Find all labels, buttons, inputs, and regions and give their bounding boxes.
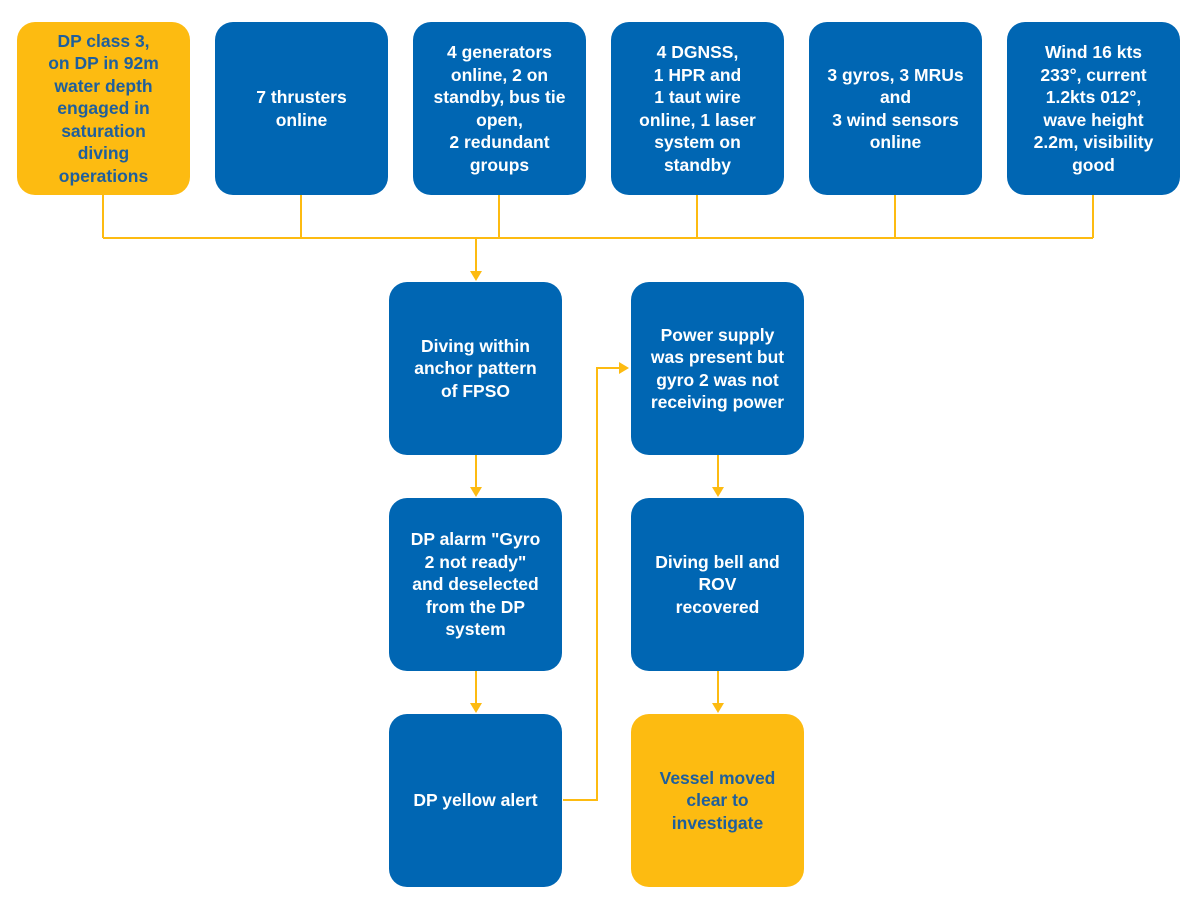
node-yellow-alert-text: DP yellow alert: [413, 790, 538, 811]
node-yellow-alert: DP yellow alert: [389, 714, 562, 887]
node-thrusters: 7 thrusters online: [215, 22, 388, 195]
arrowhead-to-alarm: [470, 487, 482, 497]
node-generators-text: 4 generators online, 2 on standby, bus t…: [433, 42, 566, 175]
node-dp-class: DP class 3, on DP in 92m water depth eng…: [17, 22, 190, 195]
node-power-supply-text: Power supply was present but gyro 2 was …: [650, 324, 785, 413]
node-thrusters-text: 7 thrusters online: [256, 87, 347, 130]
arrowhead-to-vessel: [712, 703, 724, 713]
node-bell-recovered: Diving bell and ROV recovered: [631, 498, 804, 671]
arrowhead-to-diving: [470, 271, 482, 281]
node-generators: 4 generators online, 2 on standby, bus t…: [413, 22, 586, 195]
arrowhead-to-power: [619, 362, 629, 374]
node-vessel-moved-text: Vessel moved clear to investigate: [659, 767, 776, 833]
node-vessel-moved: Vessel moved clear to investigate: [631, 714, 804, 887]
node-environment: Wind 16 kts 233°, current 1.2kts 012°, w…: [1007, 22, 1180, 195]
node-bell-recovered-text: Diving bell and ROV recovered: [655, 551, 780, 617]
node-environment-text: Wind 16 kts 233°, current 1.2kts 012°, w…: [1033, 42, 1154, 175]
alert-to-power-line: [563, 367, 620, 801]
node-reference-systems: 4 DGNSS, 1 HPR and 1 taut wire online, 1…: [611, 22, 784, 195]
node-diving-within: Diving within anchor pattern of FPSO: [389, 282, 562, 455]
node-power-supply: Power supply was present but gyro 2 was …: [631, 282, 804, 455]
arrowhead-to-bell: [712, 487, 724, 497]
node-dp-alarm-text: DP alarm "Gyro 2 not ready" and deselect…: [410, 529, 541, 640]
node-diving-within-text: Diving within anchor pattern of FPSO: [414, 335, 537, 401]
arrowhead-to-alert: [470, 703, 482, 713]
node-dp-class-text: DP class 3, on DP in 92m water depth eng…: [48, 30, 159, 186]
node-dp-alarm: DP alarm "Gyro 2 not ready" and deselect…: [389, 498, 562, 671]
node-reference-systems-text: 4 DGNSS, 1 HPR and 1 taut wire online, 1…: [639, 42, 756, 175]
node-sensors-text: 3 gyros, 3 MRUs and 3 wind sensors onlin…: [827, 64, 964, 153]
node-sensors: 3 gyros, 3 MRUs and 3 wind sensors onlin…: [809, 22, 982, 195]
